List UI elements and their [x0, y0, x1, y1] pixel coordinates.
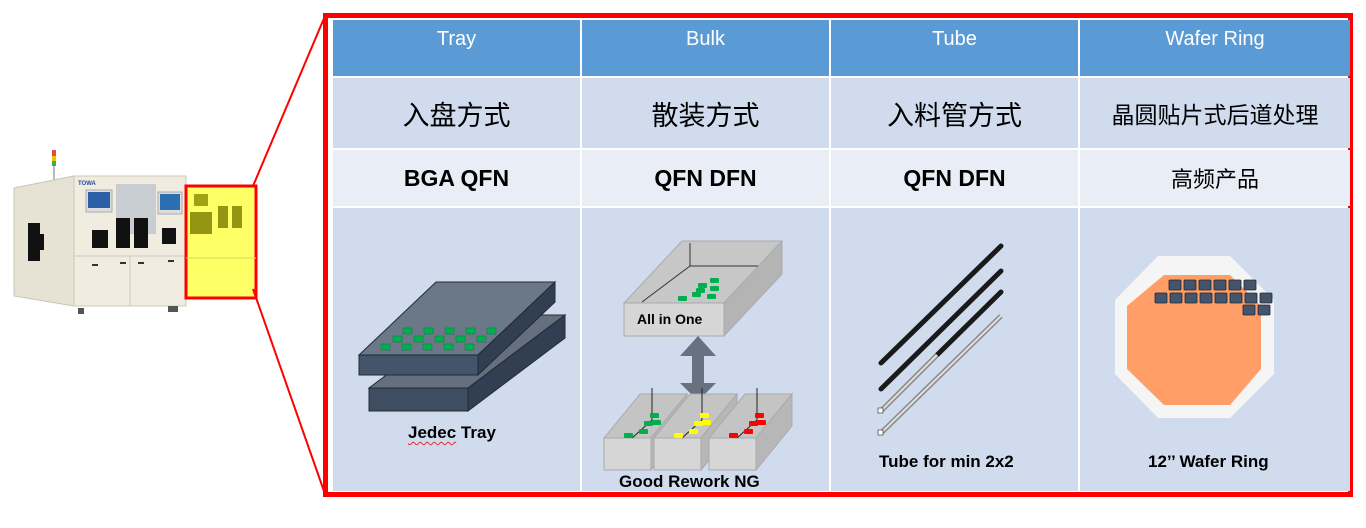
method-tray: 入盘方式 [333, 78, 580, 148]
header-tray: Tray [333, 20, 580, 76]
tray-chip [434, 335, 445, 343]
bulk-bins-icon: All in One [602, 239, 794, 472]
package-tube: QFN DFN [831, 150, 1078, 206]
tray-chip [486, 327, 497, 335]
bulk-chip [707, 294, 716, 299]
caption-jedec-word: Jedec [408, 423, 457, 442]
tray-chip [464, 343, 475, 351]
die [1168, 279, 1182, 291]
package-wafer-ring: 高频产品 [1080, 150, 1350, 206]
bulk-chip [710, 286, 719, 291]
jedec-tray-icon [357, 280, 567, 413]
die [1154, 292, 1168, 304]
tray-chip [422, 343, 433, 351]
die [1169, 292, 1183, 304]
bulk-chip [692, 292, 701, 297]
bulk-chip [710, 278, 719, 283]
tray-chip [455, 335, 466, 343]
die [1213, 279, 1227, 291]
die [1244, 292, 1258, 304]
header-tube: Tube [831, 20, 1078, 76]
die [1183, 279, 1197, 291]
tray-chip [423, 327, 434, 335]
caption-tube: Tube for min 2x2 [879, 452, 1014, 471]
method-bulk: 散装方式 [582, 78, 829, 148]
tube-icon [877, 243, 1004, 436]
tray-chip [443, 343, 454, 351]
bulk-chip [678, 296, 687, 301]
die [1228, 279, 1242, 291]
tray-chip [413, 335, 424, 343]
die [1214, 292, 1228, 304]
tray-chip [476, 335, 487, 343]
caption-jedec-tray: Jedec Tray [408, 423, 496, 443]
die [1229, 292, 1243, 304]
caption-wafer-ring: 12’’ Wafer Ring [1148, 452, 1269, 471]
die [1199, 292, 1213, 304]
illustration-bulk-cell: All in One Good Rework NG [582, 208, 829, 491]
die [1257, 304, 1271, 316]
tray-chip [401, 343, 412, 351]
caption-tray-word: Tray [456, 423, 496, 442]
feeding-method-table: Tray Bulk Tube Wafer Ring 入盘方式 散装方式 入料管方… [333, 20, 1350, 491]
illustration-tube-cell: Tube for min 2x2 [831, 208, 1078, 491]
caption-bulk-bins: Good Rework NG [619, 472, 760, 491]
illustration-wafer-cell: 12’’ Wafer Ring [1080, 208, 1350, 491]
all-in-one-label: All in One [637, 311, 703, 327]
bulk-chip [696, 288, 705, 293]
method-wafer-ring: 晶圆贴片式后道处理 [1080, 78, 1350, 148]
bin-ng [707, 388, 794, 472]
tray-chip [465, 327, 476, 335]
die [1184, 292, 1198, 304]
die [1198, 279, 1212, 291]
tray-chip [444, 327, 455, 335]
package-bulk: QFN DFN [582, 150, 829, 206]
method-tube: 入料管方式 [831, 78, 1078, 148]
bulk-chip [698, 283, 707, 288]
wafer-ring-icon [1115, 256, 1274, 418]
header-wafer-ring: Wafer Ring [1080, 20, 1350, 76]
illustration-tray-cell: Jedec Tray [333, 208, 580, 491]
tray-chip [380, 343, 391, 351]
brand-logo: TOWA [78, 181, 97, 187]
machine-illustration: TOWA [13, 150, 258, 314]
tray-chip [392, 335, 403, 343]
header-bulk: Bulk [582, 20, 829, 76]
die [1259, 292, 1273, 304]
tray-chip [402, 327, 413, 335]
package-tray: BGA QFN [333, 150, 580, 206]
die [1242, 304, 1256, 316]
die [1243, 279, 1257, 291]
